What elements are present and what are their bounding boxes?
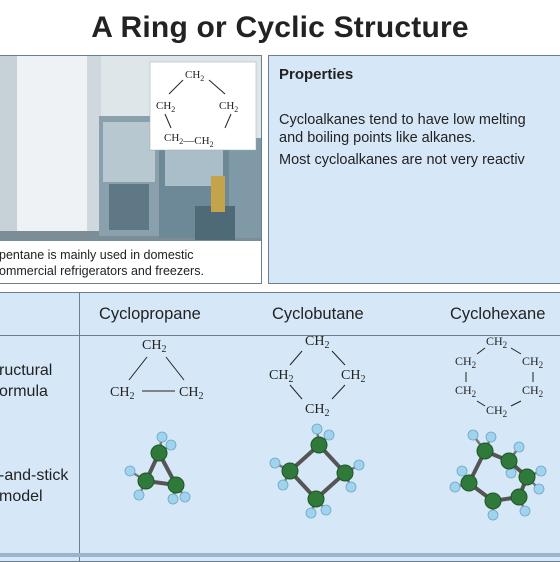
row-label-model-2: model [0, 488, 43, 505]
svg-text:CH2: CH2 [522, 383, 543, 399]
cyclobutane-formula: CH2 CH2 CH2 CH2 [269, 334, 365, 419]
structures-drawing: CH2 CH2 CH2 CH2 CH2 CH2 CH2 CH2 CH2 CH2 … [110, 334, 547, 521]
properties-line-3: Most cycloalkanes are not very reactiv [279, 152, 525, 168]
row-label-structural-1: ructural [0, 362, 53, 379]
photo-formula-top: CH2 [185, 69, 204, 83]
properties-panel: Properties Cycloalkanes tend to have low… [268, 55, 560, 284]
header-divider [0, 335, 560, 336]
cyclohexane-model [449, 429, 547, 521]
properties-line-2: and boiling points like alkanes. [279, 130, 476, 146]
svg-text:CH2: CH2 [341, 368, 365, 385]
svg-text:CH2: CH2 [455, 383, 476, 399]
cyclopropane-formula: CH2 CH2 CH2 [110, 338, 203, 402]
comparison-table: Cyclopropane Cyclobutane Cyclohexane ruc… [0, 292, 560, 562]
svg-text:CH2: CH2 [269, 368, 293, 385]
column-header-cyclopropane: Cyclopropane [99, 305, 201, 323]
svg-text:CH2: CH2 [110, 385, 134, 402]
column-header-cyclohexane: Cyclohexane [450, 305, 546, 323]
photo-formula-left: CH2 [156, 100, 175, 114]
svg-text:CH2: CH2 [305, 402, 329, 419]
svg-text:CH2: CH2 [305, 334, 329, 351]
photo-caption-line-2: ommercial refrigerators and freezers. [0, 264, 204, 278]
cyclopropane-model [124, 431, 191, 505]
properties-line-1: Cycloalkanes tend to have low melting [279, 112, 526, 128]
svg-text:CH2: CH2 [486, 403, 507, 419]
photo-panel: CH2 CH2 CH2 CH2—CH2 pentane is mainly us… [0, 55, 262, 284]
svg-text:CH2: CH2 [179, 385, 203, 402]
factory-photo: CH2 CH2 CH2 CH2—CH2 [0, 56, 261, 283]
row-label-model-1: -and-stick [0, 467, 69, 484]
column-header-cyclobutane: Cyclobutane [272, 305, 364, 323]
page-title: A Ring or Cyclic Structure [91, 11, 469, 44]
svg-text:CH2: CH2 [486, 334, 507, 350]
cyclohexane-formula: CH2 CH2 CH2 CH2 CH2 CH2 [455, 334, 543, 419]
svg-text:CH2: CH2 [142, 338, 166, 355]
row-label-structural-2: ormula [0, 383, 48, 400]
svg-text:CH2: CH2 [522, 354, 543, 370]
photo-caption-line-1: pentane is mainly used in domestic [0, 248, 194, 262]
properties-heading: Properties [279, 66, 354, 83]
column-divider [79, 293, 80, 561]
cyclobutane-model [269, 423, 365, 519]
photo-formula-right: CH2 [219, 100, 238, 114]
svg-text:CH2: CH2 [455, 354, 476, 370]
bottom-border [0, 553, 560, 557]
